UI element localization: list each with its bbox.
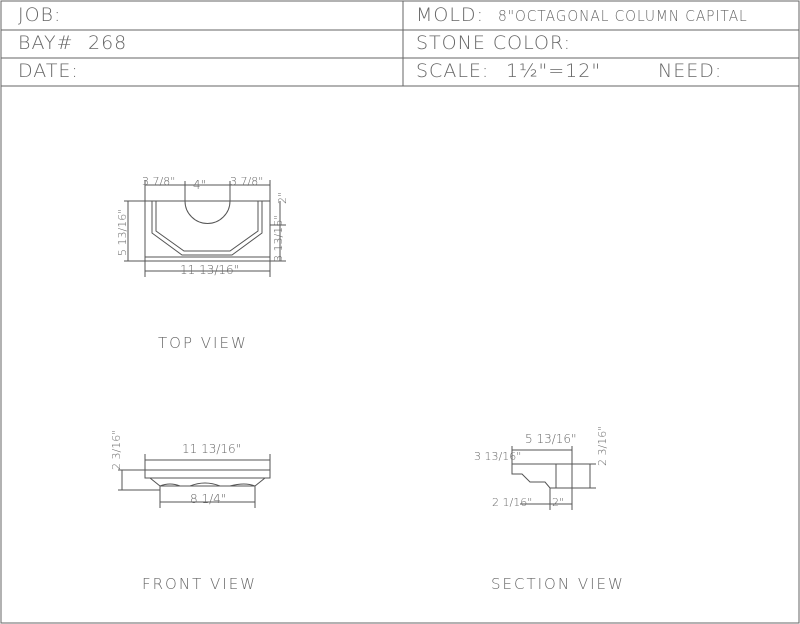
date-label: DATE: <box>18 60 79 82</box>
top-dim-right-lower: 3 13/16" <box>272 214 285 262</box>
mold-value: 8"OCTAGONAL COLUMN CAPITAL <box>498 7 748 25</box>
section-dim-right: 2 3/16" <box>596 425 609 466</box>
front-dim-top: 11 13/16" <box>182 442 242 456</box>
top-dim-bottom: 11 13/16" <box>180 263 240 277</box>
bay-value: 268 <box>88 32 128 54</box>
section-dim-bottom-left: 2 1/16" <box>492 496 533 509</box>
scale-value: 1½"=12" <box>506 60 602 82</box>
section-dim-left: 3 13/16" <box>474 450 522 463</box>
front-dim-bottom: 8 1/4" <box>190 492 227 506</box>
bay-label: BAY# <box>18 32 74 54</box>
top-view-label: TOP VIEW <box>158 334 248 352</box>
need-label: NEED: <box>658 60 723 82</box>
top-dim-left-height: 5 13/16" <box>116 208 129 256</box>
section-view-label: SECTION VIEW <box>491 575 625 593</box>
front-view-label: FRONT VIEW <box>142 575 258 593</box>
top-dim-right-upper: 2" <box>276 191 289 204</box>
section-dim-top: 5 13/16" <box>525 432 577 446</box>
stone-color-label: STONE COLOR: <box>416 32 571 54</box>
front-dim-height: 2 3/16" <box>110 429 123 470</box>
section-view-drawing <box>511 446 596 510</box>
top-dim-center: 4" <box>193 178 207 192</box>
top-view-drawing <box>124 180 286 277</box>
scale-label: SCALE: <box>416 60 490 82</box>
section-dim-bottom-right: 2" <box>552 496 565 509</box>
mold-label: MOLD: <box>416 4 484 26</box>
job-label: JOB: <box>18 4 62 26</box>
top-dim-right: 3 7/8" <box>230 175 264 188</box>
top-dim-left: 3 7/8" <box>142 175 176 188</box>
front-view-drawing <box>118 454 271 508</box>
